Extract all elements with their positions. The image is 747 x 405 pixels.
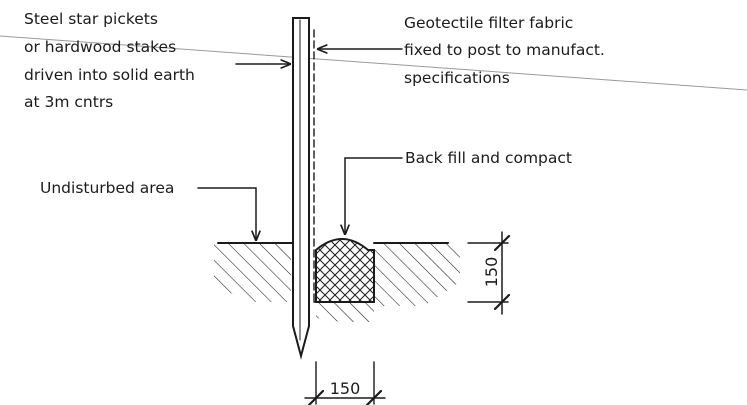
stray-reference-line (0, 35, 747, 91)
width-dimension-label: 150 (330, 379, 361, 398)
picket-note-line: or hardwood stakes (24, 38, 176, 56)
backfill-note: Back fill and compact (405, 149, 572, 167)
undisturbed-note: Undisturbed area (40, 179, 174, 197)
backfill-leader (345, 157, 403, 234)
depth-dimension (467, 231, 511, 315)
steel-star-picket (292, 17, 310, 360)
picket-note-line: Steel star pickets (24, 10, 158, 28)
width-dimension (304, 361, 386, 405)
picket-note-line: driven into solid earth (24, 66, 195, 84)
fabric-note-line: fixed to post to manufact. (404, 41, 605, 59)
undisturbed-leader (197, 187, 256, 240)
fabric-note: Geotectile filter fabric fixed to post t… (404, 14, 610, 87)
picket-note: Steel star pickets or hardwood stakes dr… (24, 10, 200, 111)
backfill-compacted-soil (315, 238, 375, 303)
fabric-note-line: specifications (404, 69, 510, 87)
picket-note-line: at 3m cntrs (24, 93, 113, 111)
depth-dimension-label: 150 (482, 257, 501, 288)
fabric-note-line: Geotectile filter fabric (404, 14, 573, 32)
undisturbed-earth-hatch (214, 244, 460, 322)
